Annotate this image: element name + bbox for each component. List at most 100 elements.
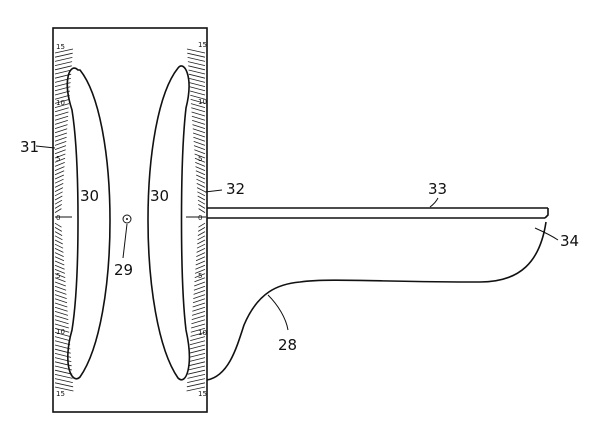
hatch-line: [188, 73, 206, 79]
hatch-line: [54, 178, 64, 184]
hatch-line: [54, 191, 63, 197]
hatch-line: [196, 187, 206, 192]
hatch-line: [194, 157, 206, 163]
hatch-line: [196, 248, 206, 253]
hatch-line: [54, 141, 67, 146]
hatch-line: [54, 357, 72, 362]
right-scale-label: 0: [198, 214, 202, 222]
left-scale-label: 15: [56, 43, 65, 51]
left-scale-hatching: [54, 48, 74, 392]
hatch-line: [191, 115, 206, 121]
hatch-line: [54, 319, 69, 325]
hatch-line: [195, 166, 206, 171]
hatch-line: [54, 290, 67, 295]
leader-34: [534, 227, 559, 241]
hatch-line: [195, 264, 206, 270]
hatch-line: [54, 61, 73, 66]
hatch-line: [195, 162, 206, 167]
hatch-line: [54, 277, 66, 283]
right-scale-labels: 15 10 5 0 5 10 15: [198, 41, 207, 398]
hatch-line: [193, 294, 206, 299]
hatch-line: [54, 235, 63, 241]
left-scale-label: 5: [56, 272, 60, 280]
hatch-line: [54, 145, 67, 150]
right-scale-label: 15: [198, 41, 207, 49]
hatch-line: [54, 115, 69, 121]
hatch-line: [54, 120, 68, 125]
hatch-line: [54, 369, 73, 375]
left-lens: [66, 67, 111, 380]
hatch-line: [192, 120, 206, 125]
hatch-line: [54, 94, 70, 100]
leader-33: [429, 197, 439, 208]
hatch-line: [194, 277, 206, 283]
left-scale-label: 10: [56, 99, 65, 107]
hatch-line: [54, 99, 70, 104]
ref-numeral-34: 34: [560, 232, 579, 250]
hatch-line: [194, 149, 206, 155]
center-mark-dot: [126, 218, 128, 220]
hatch-line: [54, 323, 69, 329]
hatch-line: [54, 273, 66, 278]
hatch-line: [191, 323, 206, 329]
ref-numeral-28: 28: [278, 336, 297, 354]
hatch-line: [54, 187, 64, 192]
leader-32: [204, 189, 223, 193]
hatch-line: [191, 311, 206, 316]
hatch-line: [54, 231, 63, 236]
hatch-line: [54, 107, 69, 113]
center-mark-circle: [122, 214, 132, 224]
hatch-line: [190, 99, 206, 104]
hatch-line: [189, 90, 206, 96]
hatch-line: [197, 191, 206, 197]
hatch-line: [190, 332, 206, 337]
hatch-line: [189, 348, 206, 354]
hatch-line: [54, 298, 68, 304]
hatch-line: [54, 353, 72, 358]
hatch-line: [54, 327, 70, 333]
hatch-line: [191, 107, 206, 113]
hatch-line: [195, 256, 206, 262]
hatch-line: [195, 174, 206, 180]
hatch-line: [54, 269, 66, 274]
hatch-line: [54, 227, 63, 232]
hatch-line: [189, 82, 206, 87]
hatch-line: [190, 103, 206, 108]
left-scale-labels: 15 10 5 0 5 10 15: [56, 43, 65, 398]
hatch-line: [54, 252, 64, 257]
hatch-line: [54, 149, 66, 155]
hatch-line: [54, 183, 64, 188]
hatch-line: [54, 243, 64, 249]
hatch-line: [54, 222, 62, 228]
hatch-line: [54, 78, 71, 83]
hatch-line: [188, 65, 206, 71]
ref-numeral-30-right: 30: [150, 187, 169, 205]
hatch-line: [54, 157, 66, 163]
hatch-line: [194, 153, 206, 159]
hatch-line: [54, 294, 67, 299]
ref-numeral-29: 29: [114, 261, 133, 279]
hatch-line: [196, 178, 206, 184]
right-scale-label: 15: [198, 390, 207, 398]
ref-numeral-32: 32: [226, 180, 245, 198]
hatch-line: [198, 222, 206, 228]
hatch-line: [191, 315, 206, 320]
hatch-line: [54, 315, 69, 320]
hatch-line: [54, 82, 71, 87]
hatch-line: [54, 174, 65, 180]
hatch-line: [194, 281, 206, 287]
hatch-line: [186, 48, 206, 54]
hatch-line: [197, 231, 206, 236]
hatch-line: [54, 332, 70, 337]
hatch-line: [54, 208, 62, 213]
left-scale-label: 5: [56, 155, 60, 163]
hatch-line: [54, 285, 67, 291]
hatch-line: [54, 111, 69, 117]
handle-outline: [206, 221, 547, 381]
hatch-line: [54, 311, 69, 316]
hatch-line: [197, 227, 206, 232]
hatch-line: [191, 111, 206, 117]
hatch-line: [54, 170, 65, 176]
ref-numeral-30-left: 30: [80, 187, 99, 205]
right-scale-label: 5: [198, 155, 202, 163]
